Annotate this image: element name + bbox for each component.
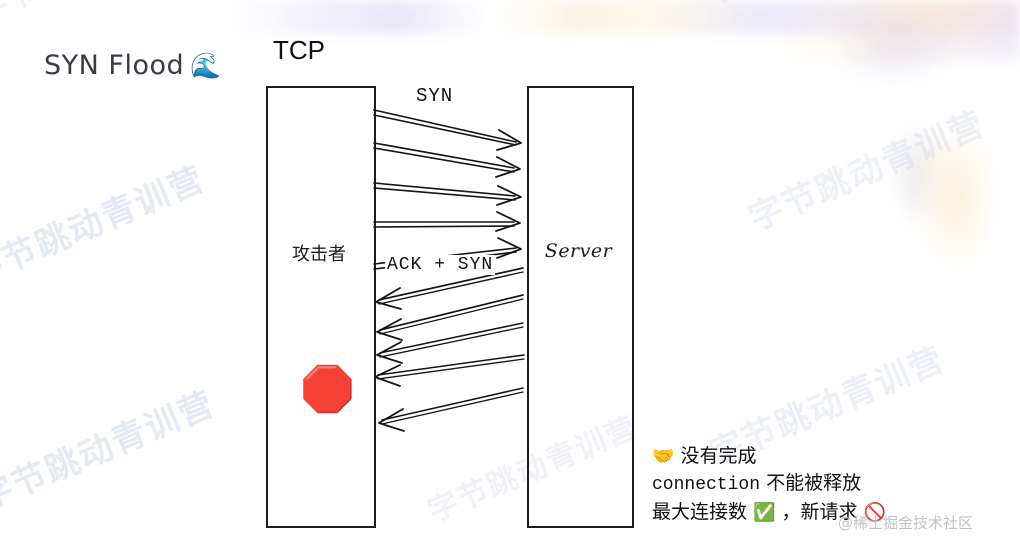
note-line-2: connection 不能被释放	[652, 471, 982, 498]
note-line-3-prefix: 最大连接数	[652, 501, 748, 524]
wave-icon: 🌊	[190, 51, 222, 80]
check-mark-icon: ✅	[753, 502, 776, 524]
server-label: Server	[544, 240, 613, 262]
ghost-overlay-top-right	[720, 0, 1020, 60]
background-watermark: 字节跳动青训营	[743, 103, 991, 240]
ghost-overlay-right	[790, 10, 1020, 310]
ack-syn-flow-label: ACK + SYN	[385, 255, 496, 275]
page-title: SYN Flood🌊	[44, 50, 222, 81]
server-node-box	[527, 86, 634, 528]
background-watermark: 字节跳动青训营	[0, 0, 193, 31]
ack-syn-arrow-group	[374, 267, 525, 432]
note-line-2-text: 不能被释放	[766, 472, 862, 495]
page-title-text: SYN Flood	[44, 50, 185, 81]
attacker-label: 攻击者	[292, 244, 346, 265]
stop-sign-icon: 🛑	[300, 365, 355, 414]
notes-block: 🤝 没有完成 connection 不能被释放 最大连接数 ✅ ，新请求 🚫	[652, 444, 982, 527]
background-watermark: 字节跳动青训营	[700, 0, 923, 13]
note-line-1-text: 没有完成	[680, 445, 757, 467]
site-watermark: @稀土掘金技术社区	[838, 514, 974, 532]
note-line-1: 🤝 没有完成	[652, 444, 982, 469]
section-label-tcp: TCP	[273, 35, 325, 65]
background-watermark: 字节跳动青训营	[0, 383, 221, 520]
note-line-3: 最大连接数 ✅ ，新请求 🚫	[652, 500, 982, 525]
syn-arrow-group	[373, 109, 522, 270]
note-line-3-mid: ，新请求	[781, 501, 858, 524]
background-watermark: 字节跳动青训营	[0, 158, 211, 295]
attacker-node-box	[266, 86, 376, 528]
handshake-icon: 🤝	[652, 446, 675, 467]
syn-flow-label: SYN	[416, 85, 454, 107]
prohibited-icon: 🚫	[863, 502, 887, 524]
video-top-color-strip	[0, 0, 1020, 34]
note-connection-keyword: connection	[652, 475, 761, 496]
